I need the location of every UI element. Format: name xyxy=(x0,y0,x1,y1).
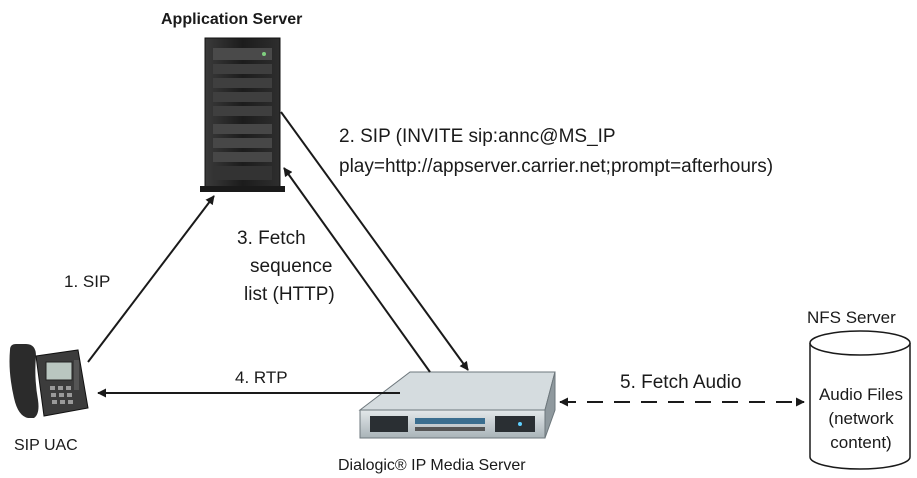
nfs-storage-icon xyxy=(809,330,911,470)
media-server-icon xyxy=(358,371,556,439)
application-server-icon xyxy=(200,37,285,192)
step3-line1-label: 3. Fetch xyxy=(237,228,306,249)
sip-uac-label: SIP UAC xyxy=(14,437,78,454)
arrow-step2-invite xyxy=(280,111,469,371)
sip-phone-icon xyxy=(9,344,89,418)
step3-line2-label: sequence xyxy=(250,256,333,277)
step2-line1-label: 2. SIP (INVITE sip:annc@MS_IP xyxy=(339,126,616,147)
arrow-step3-fetch xyxy=(283,167,431,373)
step5-label: 5. Fetch Audio xyxy=(620,372,742,393)
step1-label: 1. SIP xyxy=(64,272,111,291)
step3-line3-label: list (HTTP) xyxy=(244,284,335,305)
arrow-step1-sip xyxy=(87,195,215,363)
app-server-label: Application Server xyxy=(161,11,303,28)
audio-files-line1: Audio Files xyxy=(818,385,904,404)
audio-files-line3: content) xyxy=(830,433,892,452)
step2-line2-label: play=http://appserver.carrier.net;prompt… xyxy=(339,156,774,177)
step4-label: 4. RTP xyxy=(235,368,288,387)
media-server-label: Dialogic® IP Media Server xyxy=(338,457,526,474)
nfs-server-label: NFS Server xyxy=(807,308,896,327)
audio-files-line2: (network xyxy=(828,409,894,428)
